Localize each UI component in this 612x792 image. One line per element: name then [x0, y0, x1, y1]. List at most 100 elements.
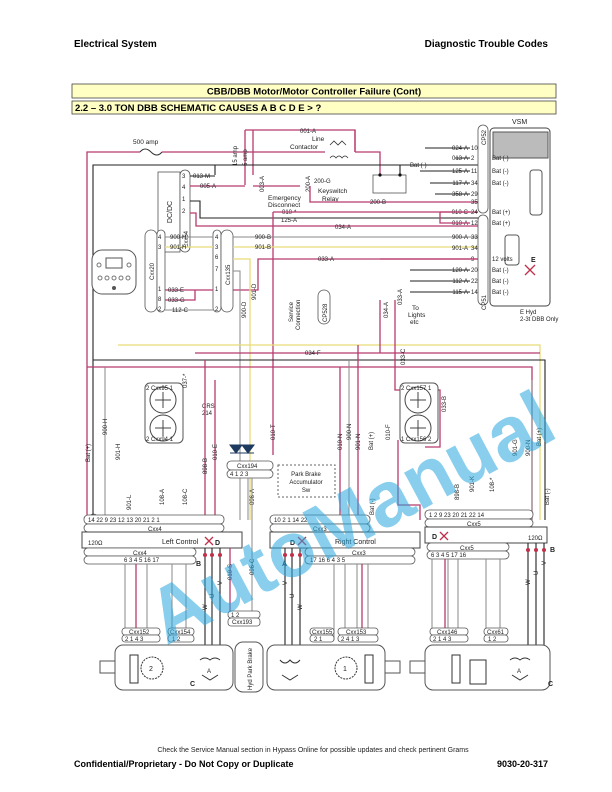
footer-note: Check the Service Manual section in Hypa… — [157, 747, 469, 754]
connector-cxx95: 2 Cxx95 1 — [146, 386, 174, 392]
diode-icon — [229, 444, 255, 454]
connector-label: CP52 — [482, 129, 488, 145]
traction-motor-1 — [266, 644, 401, 691]
wire-label: 901-H — [170, 245, 186, 251]
phase-label: W — [203, 604, 209, 610]
svg-text:2: 2 — [182, 209, 186, 215]
connector-cxx153: Cxx153 — [346, 630, 367, 636]
wire-label: 034-F — [305, 351, 321, 357]
wire-label: 901-G — [513, 439, 519, 456]
connector-label: Cxx135 — [226, 264, 232, 285]
wire-label: 120-A — [452, 268, 468, 274]
connector-label: Cxx194 — [237, 464, 258, 470]
svg-text:3: 3 — [158, 245, 162, 251]
phase-label: V — [283, 581, 289, 585]
cxx193-pins: 1 2 — [231, 613, 240, 619]
svg-text:4: 4 — [215, 235, 219, 241]
wire-label: 901-D — [252, 283, 258, 300]
wire-label: 024-A — [452, 146, 468, 152]
phase-label: U — [534, 571, 540, 575]
svg-text:4 1 2 3: 4 1 2 3 — [230, 472, 249, 478]
wire-label: 898-B — [203, 458, 209, 474]
vsm-pin-number: 35 — [471, 200, 478, 206]
header-section: Electrical System — [74, 39, 157, 50]
svg-text:7: 7 — [215, 267, 219, 273]
wire-label: 033-B — [442, 396, 448, 412]
connector-cxx155: Cxx155 — [312, 630, 333, 636]
wire-label: 010-F — [386, 424, 392, 440]
wire-label: 005-A — [200, 184, 216, 190]
switch-label: Accumulator — [289, 480, 322, 486]
fuse-label: 500 amp — [133, 139, 159, 146]
wire-label: 010-* — [282, 210, 297, 216]
fuse-500-amp — [139, 148, 163, 156]
cause-c-label: C — [190, 681, 195, 688]
e-hyd-note: E Hyd — [520, 310, 536, 316]
cxx5-pins: 1 2 9 23 20 21 22 14 — [429, 513, 485, 519]
wire-label: 112-C — [172, 308, 189, 314]
cxx152-pins: 2 1 4 3 — [125, 637, 144, 643]
section-title: 2.2 – 3.0 TON DBB SCHEMATIC CAUSES A B C… — [75, 103, 321, 114]
fuse-label: 15 amp — [233, 145, 239, 166]
switch-label: Park Brake — [291, 472, 321, 478]
to-lights-label: etc — [410, 319, 419, 326]
cxx4-pins: 14 22 9 23 12 13 20 21 2 1 — [88, 518, 160, 524]
wire-label: 010-S — [228, 564, 234, 580]
vsm-pin-number: 12 — [471, 221, 478, 227]
wire-label: 108-C — [183, 488, 189, 505]
connector-cxx154: Cxx154 — [170, 630, 191, 636]
wire-label: 010-E — [213, 444, 219, 460]
vsm-pin-function: Bat (-) — [492, 268, 509, 274]
wire-label: 117-A — [452, 181, 468, 187]
switch-label: Sw — [302, 488, 311, 494]
emergency-disconnect-label: Disconnect — [268, 202, 300, 209]
vsm-pin-number: 34 — [471, 246, 478, 252]
vsm-pin-number: 29 — [471, 192, 478, 198]
cause-e-label: E — [531, 257, 536, 264]
vsm-pin-function: Bat (+) — [492, 221, 510, 227]
wire-label: 901-H — [116, 444, 122, 460]
connector-cxx94: 2 Cxx94 1 — [146, 437, 174, 443]
wire-label: 034-A — [335, 225, 351, 231]
cause-b-label: B — [196, 561, 201, 568]
vsm-pin-function: Bat (+) — [492, 210, 510, 216]
wire-label: 901-K — [470, 476, 476, 492]
cause-d-label: D — [432, 534, 437, 541]
wire-label: 200-G — [314, 179, 331, 185]
wire-label: 900-N — [526, 440, 532, 456]
connector-cxx193: Cxx193 — [232, 620, 253, 626]
wire-label: 901-B — [255, 245, 271, 251]
wire-label: 033-G — [168, 298, 185, 304]
wire-label: 034-A — [384, 302, 390, 318]
wire-label: 898-B — [455, 484, 461, 500]
motor-number: 1 — [343, 666, 347, 673]
cause-e-marker-icon — [524, 264, 536, 276]
connector-cxx146: Cxx146 — [437, 630, 458, 636]
vsm-pin-number: 22 — [471, 279, 478, 285]
cause-c-label: C — [548, 681, 553, 688]
battery-icon — [372, 174, 407, 194]
to-lights-label: Lights — [408, 312, 426, 319]
phase-label: U — [290, 594, 296, 598]
subtitle-bar — [71, 100, 557, 115]
svg-text:4: 4 — [182, 185, 186, 191]
wire-label: Bat (-) — [545, 488, 551, 505]
wire-label: Bat (-) — [410, 163, 427, 169]
cause-d-marker-icon — [297, 536, 307, 546]
cause-d-label: D — [215, 540, 220, 547]
page-title: CBB/DBB Motor/Motor Controller Failure (… — [207, 87, 421, 98]
wire-label: 033-E — [168, 288, 184, 294]
phase-label: W — [298, 604, 304, 610]
connector-cxx3: Cxx3 — [352, 551, 366, 557]
svg-text:3: 3 — [215, 245, 219, 251]
wire-label: 901-N — [356, 434, 362, 450]
cause-d-marker-icon — [204, 536, 214, 546]
wire-label: 096-C — [250, 558, 256, 575]
cxx3-pins: 10 2 1 14 22 — [274, 518, 308, 524]
connector-cxx152: Cxx152 — [129, 630, 150, 636]
emergency-disconnect-label: Emergency — [268, 195, 302, 202]
wire-label: Bat (+) — [537, 428, 543, 446]
wire-label: 900-H — [170, 235, 186, 241]
resistor-label: 120Ω — [528, 536, 543, 542]
